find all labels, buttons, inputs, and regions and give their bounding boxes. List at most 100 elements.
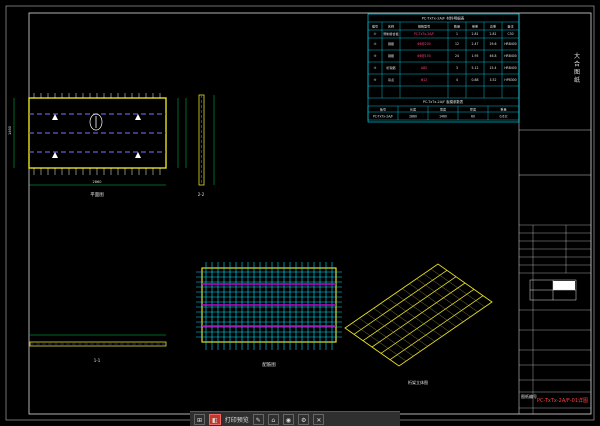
table-cell: Φ12 (421, 78, 427, 82)
home-icon[interactable]: ⌂ (267, 413, 279, 425)
lift-point-marker (52, 114, 58, 120)
table-cell: 3 (456, 66, 458, 70)
truss-line (371, 282, 466, 348)
table-cell: 钢筋 (388, 53, 394, 58)
table-cell: 1 (456, 32, 458, 36)
truss-line (362, 276, 457, 341)
rebar-line (430, 268, 485, 308)
truss-line (389, 295, 484, 360)
table-cell: 3.52 (490, 78, 497, 82)
section-a-label: 1-1 (94, 358, 101, 363)
table-header-cell: 单重 (472, 24, 478, 29)
edit-icon[interactable]: ✎ (252, 413, 264, 425)
rebar-view-title: 配筋图 (262, 361, 276, 368)
table-cell: 桁架筋 (386, 65, 395, 70)
table-cell: Φ8@200 (417, 42, 430, 46)
subtable-cell: 60 (471, 115, 475, 119)
settings-icon[interactable]: ⚙ (298, 413, 310, 425)
table-cell: ⑤ (374, 78, 377, 82)
lift-point-marker (135, 114, 141, 120)
subtable-header-cell: 厚度 (470, 107, 476, 112)
truss-line (380, 289, 475, 354)
subtable-cell: 2860 (409, 115, 417, 119)
iso-view-title: 桁架立体图 (408, 379, 428, 385)
rebar-view: 配筋图 (196, 262, 342, 368)
table-header-cell: 数量 (454, 24, 460, 29)
inner-frame (28, 12, 592, 415)
table-cell: 24 (455, 54, 459, 58)
subtable-title: PC-TxTx-2A/F 板模参数表 (423, 99, 464, 104)
layers-icon[interactable]: ◧ (209, 413, 221, 425)
subtable-cell: 0.61t (499, 115, 508, 119)
table-cell: HRB400 (504, 54, 517, 58)
table-cell: 29.6 (490, 42, 497, 46)
drawing-code-label: 图纸编号 (521, 393, 537, 399)
subtable-header-cell: 宽度 (440, 107, 446, 112)
table-cell: 2.81 (472, 32, 479, 36)
table-header-cell: 总重 (490, 24, 496, 29)
rebar-line (373, 308, 428, 347)
rebar-line (352, 322, 407, 362)
table-cell: 4 (456, 78, 458, 82)
table-cell: 46.8 (490, 54, 497, 58)
rebar-line (409, 283, 464, 322)
iso-view: 桁架立体图 (344, 263, 493, 385)
table-header-cell: 名称 (388, 24, 394, 29)
rebar-line (366, 313, 421, 352)
subtable-cell: PC-TxTx-2A/F (373, 115, 394, 119)
table-cell: HRB400 (504, 42, 517, 46)
table-title: PC-TxTx-2A/F 材料明细表 (422, 16, 465, 21)
table-cell: 15.4 (490, 66, 497, 70)
table-cell: 2.47 (472, 42, 479, 46)
table-cell: 吊点 (388, 77, 394, 82)
vt-2: 合 (574, 60, 580, 68)
drawing-name: PC-TxTx-2A/F-01详图 (537, 397, 588, 404)
section-2-2: 2-2 (198, 94, 215, 197)
table-cell: 预制叠合板 (383, 31, 398, 36)
subtable-header-cell: 重量 (500, 107, 506, 112)
table-cell: A80 (421, 66, 427, 70)
rebar-line (387, 298, 443, 337)
title-block: 大 合 图 纸 图纸编号 PC-TxTx-2A/F-01详图 (518, 13, 591, 414)
grid-icon[interactable]: ⊞ (194, 413, 206, 425)
print-preview-button[interactable]: 打印预览 (224, 416, 249, 424)
rebar-line (402, 288, 457, 327)
table-cell: 0.88 (472, 78, 479, 82)
north-arrow-icon (89, 113, 103, 131)
table-cell: ④ (374, 66, 377, 70)
rebar-line (394, 293, 450, 332)
table-header-cell: 规格型号 (418, 24, 430, 29)
rebar-line (423, 273, 478, 312)
rebar-line (416, 278, 471, 317)
rebar-line (380, 303, 435, 342)
lift-point-marker (135, 152, 141, 158)
table-cell: C30 (507, 32, 513, 36)
table-cell: PC-TxTx-2A/F (414, 32, 435, 36)
close-icon[interactable]: ✕ (313, 413, 325, 425)
truss-line (353, 270, 448, 335)
table-header-cell: 备注 (507, 24, 513, 29)
table-cell: 5.12 (472, 66, 479, 70)
subtable-cell: 1460 (439, 115, 447, 119)
section-1-1: 1-1 (29, 334, 167, 363)
rebar-line (359, 318, 414, 357)
record-icon[interactable]: ◉ (282, 413, 294, 425)
table-cell: ② (374, 42, 377, 46)
plan-dim-top: 2860 (93, 180, 102, 184)
table-cell: Φ8@150 (417, 54, 430, 58)
plan-view: 2860 平面图 1460 (8, 93, 187, 198)
table-cell: 钢筋 (388, 41, 394, 46)
table-cell: 12 (455, 42, 459, 46)
table-cell: HRB400 (504, 66, 517, 70)
plan-view-title: 平面图 (90, 192, 104, 198)
vt-4: 纸 (574, 76, 580, 84)
vt-3: 图 (574, 69, 580, 76)
subtable-header-cell: 板号 (380, 107, 386, 112)
section-b-label: 2-2 (198, 192, 205, 197)
table-cell: ③ (374, 54, 377, 58)
plan-dim-side: 1460 (8, 126, 12, 135)
table-cell: HPB300 (504, 78, 516, 82)
table-header-cell: 编号 (372, 24, 378, 29)
